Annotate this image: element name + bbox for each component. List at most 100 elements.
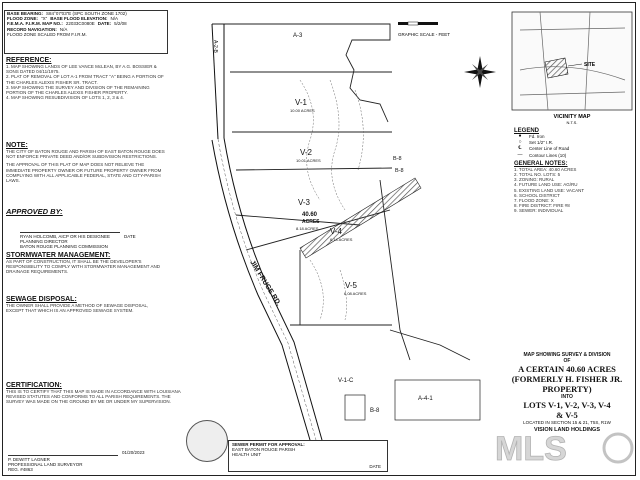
sheet-border xyxy=(2,2,636,476)
reference-heading: REFERENCE: xyxy=(6,57,52,64)
watermark-text: MLS xyxy=(495,430,567,468)
vicinity-sub: N.T.S. xyxy=(567,120,578,125)
note-paragraph: THE CITY OF BATON ROUGE AND PARISH OF EA… xyxy=(6,149,165,160)
title-line: PROPERTY) xyxy=(542,384,592,394)
parcel-label: B-8 xyxy=(395,168,404,174)
certification-section: CERTIFICATION: THIS IS TO CERTIFY THAT T… xyxy=(6,382,186,405)
info-row: FLOOD ZONE: "X" BASE FLOOD ELEVATION: N/… xyxy=(5,16,167,21)
lot-label: V-4 xyxy=(330,227,343,236)
certification-heading: CERTIFICATION: xyxy=(6,382,62,389)
road xyxy=(211,23,323,441)
lot-label: V-2 xyxy=(300,148,313,157)
parcel-label: A-4-1 xyxy=(418,396,433,402)
reference-item: 4. MAP SHOWING RESUBDIVISION OF LOTS 1, … xyxy=(6,95,124,101)
info-value: N/A xyxy=(110,16,119,22)
north-arrow-icon xyxy=(464,56,496,88)
graphic-scale: GRAPHIC SCALE - FEET xyxy=(398,21,450,37)
sewage-heading: SEWAGE DISPOSAL: xyxy=(6,296,77,303)
approval-signature-line xyxy=(20,232,120,233)
info-key: F.E.M.A. F.I.R.M. MAP NO.: xyxy=(7,21,63,27)
approval-signer: RYAN HOLCOMB, AICP OR HIS DESIGNEE PLANN… xyxy=(20,234,111,250)
title-block: MAP SHOWING SURVEY & DIVISION OF A CERTA… xyxy=(500,352,634,434)
legend-item: ○Set 1/2" I.R. xyxy=(518,139,554,146)
lot-acreage: 8.18 ACRES xyxy=(296,226,319,231)
approved-heading: APPROVED BY: xyxy=(6,207,63,216)
surveyor-seal xyxy=(186,420,228,462)
lot-acreage: 10.00 ACRES xyxy=(290,108,315,113)
title-line: (FORMERLY H. FISHER JR. xyxy=(511,374,623,384)
surveyor-block: P. DEWITT LAGNER PROFESSIONAL LAND SURVE… xyxy=(8,457,83,473)
stormwater-section: STORMWATER MANAGEMENT: AS PART OF CONSTR… xyxy=(6,252,166,275)
sewer-approval-box: SEWER PERMIT FOR APPROVAL: EAST BATON RO… xyxy=(228,440,388,472)
note-section: NOTE: THE CITY OF BATON ROUGE AND PARISH… xyxy=(6,142,166,183)
general-note: 7. FLOOD ZONE: X xyxy=(514,198,554,204)
lot-labels: A-3 A-2-B V-1 10.00 ACRES V-2 10.01 ACRE… xyxy=(212,33,433,414)
info-value: N/A xyxy=(59,26,68,32)
general-note: 6. SCHOOL DISTRICT xyxy=(514,192,560,198)
info-row: F.E.M.A. F.I.R.M. MAP NO.: 22033C0080E D… xyxy=(5,21,167,26)
legend-heading: LEGEND xyxy=(514,128,540,134)
general-note: 3. ZONING: RURAL xyxy=(514,177,555,183)
site-label: SITE xyxy=(584,62,596,68)
site-marker xyxy=(544,57,569,79)
parcel-label: B-8 xyxy=(370,408,380,414)
parcel-label: A-3 xyxy=(293,33,303,39)
note-paragraph: THE APPROVAL OF THIS PLAT OF MAP DOES NO… xyxy=(6,162,162,184)
legend-item: —Contour Lines (10) xyxy=(517,151,567,158)
reference-item: 2. PLAT OF REMOVAL OF LOT A-1 FROM TRACT… xyxy=(6,74,164,85)
legend: LEGEND ●Fd. Iron ○Set 1/2" I.R. ℄Center … xyxy=(514,128,626,214)
watermark-logo-icon xyxy=(602,432,634,464)
info-key: DATE: xyxy=(97,21,112,27)
title-location: LOCATED IN SECTION 15 & 21, T5S, R1W xyxy=(523,420,611,425)
mls-watermark: MLS xyxy=(495,430,634,468)
vicinity-map: SITE VICINITY MAP N.T.S. xyxy=(511,11,633,125)
info-value: 22033C0080E xyxy=(65,21,95,27)
general-note: 5. EXISTING LAND USE: VACANT xyxy=(514,187,585,193)
lot-label: V-1 xyxy=(295,98,308,107)
note-heading: NOTE: xyxy=(6,142,28,149)
info-key: FLOOD ZONE: xyxy=(7,16,38,22)
title-company: VISION LAND HOLDINGS xyxy=(533,427,600,434)
approval-date-label: DATE xyxy=(124,234,136,239)
hatched-easement xyxy=(299,177,422,259)
info-value: "X" xyxy=(41,16,48,22)
general-note: 2. TOTAL NO. LOTS: 5 xyxy=(514,172,561,178)
title-header: MAP SHOWING SURVEY & DIVISION xyxy=(523,352,611,358)
certification-text: THIS IS TO CERTIFY THAT THIS MAP IS MADE… xyxy=(6,389,181,405)
parcel-label: A-2-B xyxy=(212,40,218,53)
parcel-boundaries xyxy=(212,23,471,361)
lot-acreage: 10.01 ACRES xyxy=(296,158,321,163)
approval-section: APPROVED BY: xyxy=(6,207,166,216)
lot-acreage: 6.08 ACRES xyxy=(344,291,367,296)
parcel-label: B-8 xyxy=(393,156,402,162)
info-footnote: FLOOD ZONE SCALED FROM F.I.R.M. xyxy=(7,31,87,37)
total-acreage-unit: ACRES xyxy=(302,219,320,225)
parcel-label: V-1-C xyxy=(338,378,354,384)
info-key: BASE BEARING: xyxy=(7,11,44,16)
flood-info-box: BASE BEARING: S84°07'03"E (SPC SOUTH ZON… xyxy=(4,10,168,54)
sewage-text: THE OWNER SHALL PROVIDE A METHOD OF SEWA… xyxy=(6,303,149,314)
general-note: 8. FIRE DISTRICT: FIRE #8 xyxy=(514,203,570,209)
contour-lines xyxy=(299,79,364,321)
reference-item: 3. MAP SHOWING THE SURVEY AND DIVISION O… xyxy=(6,84,150,96)
lot-label: V-5 xyxy=(345,281,358,290)
reference-section: REFERENCE: 1. MAP SHOWING LANDS OF LEE V… xyxy=(6,57,166,100)
stormwater-heading: STORMWATER MANAGEMENT: xyxy=(6,252,111,259)
general-note: 4. FUTURE LAND USE: AG/RU xyxy=(514,182,578,188)
bottom-parcels xyxy=(344,379,481,421)
surveyor-signature-line xyxy=(8,455,118,456)
sewage-section: SEWAGE DISPOSAL: THE OWNER SHALL PROVIDE… xyxy=(6,296,166,313)
general-notes-heading: GENERAL NOTES: xyxy=(514,160,568,167)
reference-item: 1. MAP SHOWING LANDS OF LEE VANCE McLEAN… xyxy=(6,64,157,75)
info-value: S84°07'03"E (SPC SOUTH ZONE 1702) xyxy=(46,11,127,16)
lot-label: V-3 xyxy=(298,198,311,207)
info-value: 5/2/08 xyxy=(114,21,127,27)
info-row: BASE BEARING: S84°07'03"E (SPC SOUTH ZON… xyxy=(5,11,167,16)
info-row: RECORD NAVIGATION: N/A xyxy=(5,27,167,32)
title-line: & V-5 xyxy=(556,410,578,420)
legend-item: ●Fd. Iron xyxy=(518,133,545,139)
info-key: RECORD NAVIGATION: xyxy=(7,26,57,32)
general-note: 1. TOTAL AREA: 40.60 ACRES xyxy=(514,166,577,172)
